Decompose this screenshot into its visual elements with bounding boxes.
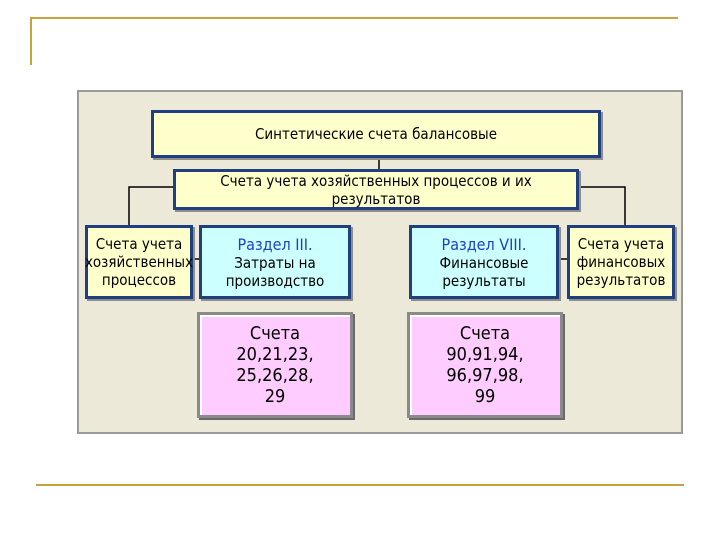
accounts-right-label: Счета 90,91,94, 96,97,98, 99: [446, 323, 524, 407]
root-node: Синтетические счета балансовые: [151, 110, 601, 158]
left-outer-node: Счета учета хозяйственных процессов: [85, 225, 193, 299]
section-3-subtitle: Затраты на производство: [225, 253, 325, 290]
section-8-subtitle: Финансовые результаты: [439, 253, 529, 290]
accounts-right-node: Счета 90,91,94, 96,97,98, 99: [407, 312, 563, 418]
level2-node-label: Счета учета хозяйственных процессов и их…: [220, 171, 532, 208]
slide-left-rule: [30, 17, 32, 65]
diagram-panel: Синтетические счета балансовые Счета уче…: [77, 90, 683, 434]
right-outer-node-label: Счета учета финансовых результатов: [576, 235, 666, 289]
section-8-title: Раздел VIII.: [441, 234, 527, 254]
root-node-label: Синтетические счета балансовые: [254, 125, 498, 143]
slide-bottom-rule: [36, 484, 684, 486]
left-outer-node-label: Счета учета хозяйственных процессов: [84, 235, 194, 289]
accounts-left-label: Счета 20,21,23, 25,26,28, 29: [236, 323, 314, 407]
section-8-node: Раздел VIII. Финансовые результаты: [409, 225, 559, 299]
section-3-node: Раздел III. Затраты на производство: [199, 225, 351, 299]
accounts-left-node: Счета 20,21,23, 25,26,28, 29: [197, 312, 353, 418]
level2-node: Счета учета хозяйственных процессов и их…: [173, 169, 579, 210]
section-3-title: Раздел III.: [237, 234, 313, 254]
right-outer-node: Счета учета финансовых результатов: [567, 225, 675, 299]
connector-lines: [128, 158, 626, 260]
slide-top-rule: [30, 17, 678, 19]
